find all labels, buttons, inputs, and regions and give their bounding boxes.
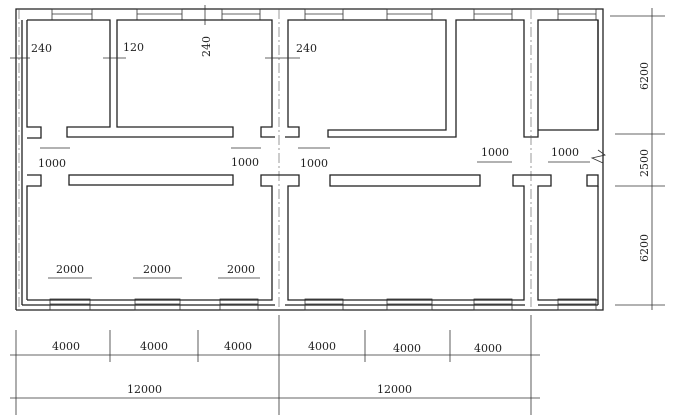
door-dims: 1000 1000 1000 1000 1000 <box>38 146 590 170</box>
dim-window-2: 2000 <box>143 263 171 276</box>
bay-span-dims: 4000 4000 4000 4000 4000 4000 12000 1200… <box>10 315 540 415</box>
dim-door-4: 1000 <box>481 146 509 159</box>
windows-bottom <box>49 298 597 311</box>
dim-bay-4: 4000 <box>308 340 336 353</box>
wall-thickness-dims: 240 120 240 240 <box>10 5 317 59</box>
dim-span-right: 12000 <box>377 383 412 396</box>
dim-door-3: 1000 <box>300 157 328 170</box>
dim-left-wall: 240 <box>31 42 52 55</box>
dim-door-2: 1000 <box>231 156 259 169</box>
dim-depth-2: 2500 <box>638 149 651 177</box>
depth-dims: 6200 2500 6200 <box>610 8 665 310</box>
dim-depth-3: 6200 <box>638 234 651 262</box>
dim-bay-5: 4000 <box>393 342 421 355</box>
lower-rooms <box>26 174 599 301</box>
window-dims: 2000 2000 2000 <box>48 263 260 279</box>
dim-bay-3: 4000 <box>224 340 252 353</box>
dim-window-1: 2000 <box>56 263 84 276</box>
dim-partition: 120 <box>123 41 144 54</box>
dim-door-5: 1000 <box>551 146 579 159</box>
dim-top-wall: 240 <box>200 36 213 57</box>
dim-bay-6: 4000 <box>474 342 502 355</box>
windows-top <box>51 8 597 21</box>
upper-rooms <box>18 9 599 310</box>
dim-door-1: 1000 <box>38 157 66 170</box>
dim-bay-2: 4000 <box>140 340 168 353</box>
dim-bay-1: 4000 <box>52 340 80 353</box>
dim-center-wall: 240 <box>296 42 317 55</box>
dim-window-3: 2000 <box>227 263 255 276</box>
dim-depth-1: 6200 <box>638 62 651 90</box>
dim-span-left: 12000 <box>127 383 162 396</box>
